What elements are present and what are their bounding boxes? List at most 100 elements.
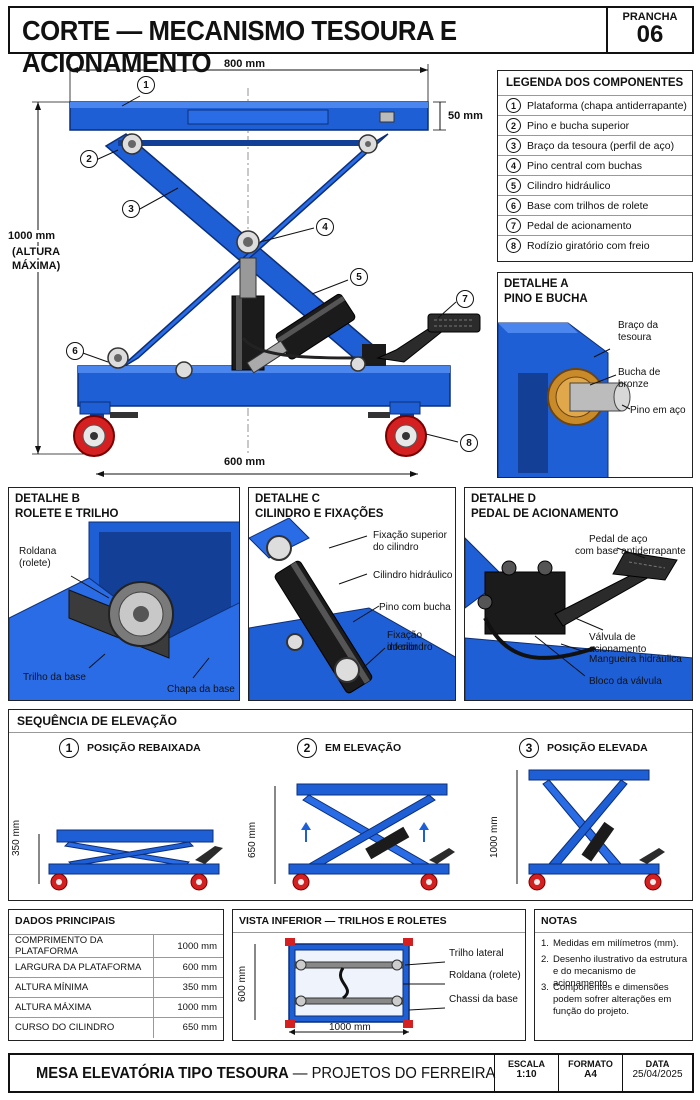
dim-max-height-note2: MÁXIMA) (12, 260, 61, 272)
detail-c-callout-bottom-mount-2: do cilindro (387, 642, 433, 653)
main-data-panel: DADOS PRINCIPAIS COMPRIMENTO DA PLATAFOR… (8, 909, 224, 1041)
step-number: 1 (59, 738, 79, 758)
legend-label: Cilindro hidráulico (527, 179, 611, 192)
legend-item: 3 Braço da tesoura (perfil de aço) (498, 135, 692, 155)
prancha-box: PRANCHA 06 (606, 8, 692, 52)
detail-a-subtitle: PINO E BUCHA (504, 293, 588, 305)
detail-d-callout-valve-block: Bloco da válvula (589, 676, 662, 687)
notes-panel: NOTAS 1. Medidas em milímetros (mm). 2. … (534, 909, 693, 1041)
detail-d-title: DETALHE D (471, 493, 536, 505)
legend-number: 7 (506, 218, 521, 233)
detail-d-callout-valve: Válvula de acionamento (589, 632, 647, 655)
row-value: 350 mm (152, 977, 223, 998)
main-section-view: 1 2 3 4 5 6 7 8 800 mm 50 mm 1000 mm (AL… (8, 58, 492, 478)
detail-c-panel: DETALHE C CILINDRO E FIXAÇÕES Fixação su… (248, 487, 456, 701)
detail-b-panel: DETALHE B ROLETE E TRILHO Roldana (rolet… (8, 487, 240, 701)
callout-1: 1 (137, 76, 155, 94)
legend-number: 4 (506, 158, 521, 173)
legend-panel: LEGENDA DOS COMPONENTES 1 Plataforma (cha… (497, 70, 693, 262)
detail-a-callout-pin: Pino em aço (630, 405, 686, 416)
note-item: 1. Medidas em milímetros (mm). (541, 938, 679, 950)
legend-label: Braço da tesoura (perfil de aço) (527, 139, 675, 152)
callout-6: 6 (66, 342, 84, 360)
note-line: podem sofrer alterações em (553, 994, 672, 1005)
step-label: EM ELEVAÇÃO (325, 742, 402, 754)
detail-c-callout-cylinder: Cilindro hidráulico (373, 570, 453, 581)
callout-8: 8 (460, 434, 478, 452)
detail-c-subtitle: CILINDRO E FIXAÇÕES (255, 508, 384, 520)
detail-b-title: DETALHE B (15, 493, 80, 505)
bottom-view-callout-roller: Roldana (rolete) (449, 970, 521, 981)
step-number: 3 (519, 738, 539, 758)
row-key: CURSO DO CILINDRO (9, 1017, 153, 1038)
note-line: e do mecanismo de acionamento. (553, 966, 636, 989)
detail-b-callout-base-plate: Chapa da base (167, 684, 235, 695)
dim-platform-thickness: 50 mm (448, 110, 483, 122)
legend-label: Rodízio giratório com freio (527, 239, 650, 252)
footer-format-label: FORMATO (568, 1059, 613, 1069)
footer-date-label: DATA (645, 1059, 670, 1069)
step-label: POSIÇÃO ELEVADA (547, 742, 648, 754)
detail-c-callout-pin: Pino com bucha (379, 602, 451, 613)
footer-scale-value: 1:10 (516, 1069, 537, 1080)
row-value: 1000 mm (152, 934, 223, 958)
bottom-view-callout-rail: Trilho lateral (449, 948, 504, 959)
dim-max-height: 1000 mm (8, 230, 56, 242)
prancha-number: 06 (636, 21, 664, 48)
legend-title: LEGENDA DOS COMPONENTES (506, 77, 684, 89)
sequence-step: 3 POSIÇÃO ELEVADA (519, 738, 648, 758)
footer-title-bold: MESA ELEVATÓRIA TIPO TESOURA (36, 1065, 289, 1082)
sequence-step: 2 EM ELEVAÇÃO (297, 738, 401, 758)
legend-number: 3 (506, 138, 521, 153)
legend-label: Pino central com buchas (527, 159, 642, 172)
dim-max-height-note1: (ALTURA (12, 246, 61, 258)
detail-d-callout-pedal: Pedal de aço (589, 534, 648, 545)
sequence-title: SEQUÊNCIA DE ELEVAÇÃO (17, 714, 178, 728)
notes-title: NOTAS (541, 915, 577, 927)
step-label: POSIÇÃO REBAIXADA (87, 742, 201, 754)
row-value: 650 mm (152, 1017, 223, 1038)
scissor-lift-drawing (32, 64, 481, 477)
legend-label: Plataforma (chapa antiderrapante) (527, 99, 687, 112)
detail-a-panel: DETALHE A PINO E BUCHA Braço da tesoura … (497, 272, 693, 478)
legend-label: Pedal de acionamento (527, 219, 632, 232)
detail-c-callout-top-mount-2: do cilindro (373, 542, 419, 553)
page-title: CORTE — MECANISMO TESOURA E ACIONAMENTO (22, 15, 457, 78)
detail-a-drawing (498, 322, 631, 477)
prancha-label: PRANCHA (622, 11, 678, 23)
row-value: 1000 mm (152, 997, 223, 1018)
detail-c-title: DETALHE C (255, 493, 320, 505)
footer-format-value: A4 (584, 1069, 597, 1080)
detail-d-drawing (465, 537, 692, 700)
detail-b-subtitle: ROLETE E TRILHO (15, 508, 119, 520)
bottom-view-title: VISTA INFERIOR — TRILHOS E ROLETES (239, 915, 447, 927)
detail-a-title: DETALHE A (504, 278, 569, 290)
footer-title-rest: — PROJETOS DO FERREIRA (288, 1065, 496, 1082)
detail-a-callout-arm: Braço da (618, 320, 659, 331)
footer-scale-label: ESCALA (507, 1059, 545, 1069)
note-number: 1. (541, 938, 549, 949)
note-line: função do projeto. (553, 1006, 630, 1017)
bottom-view-dim-width: 1000 mm (329, 1022, 371, 1033)
detail-d-subtitle: PEDAL DE ACIONAMENTO (471, 508, 619, 520)
callout-5: 5 (350, 268, 368, 286)
legend-number: 8 (506, 238, 521, 253)
legend-number: 1 (506, 98, 521, 113)
row-key: LARGURA DA PLATAFORMA (9, 957, 153, 978)
footer-format-cell: FORMATO A4 (558, 1055, 622, 1091)
main-data-title: DADOS PRINCIPAIS (15, 915, 116, 927)
step-3-height: 1000 mm (489, 816, 500, 858)
legend-item: 4 Pino central com buchas (498, 155, 692, 175)
detail-b-callout-roller: Roldana (19, 546, 57, 557)
legend-item: 7 Pedal de acionamento (498, 215, 692, 235)
